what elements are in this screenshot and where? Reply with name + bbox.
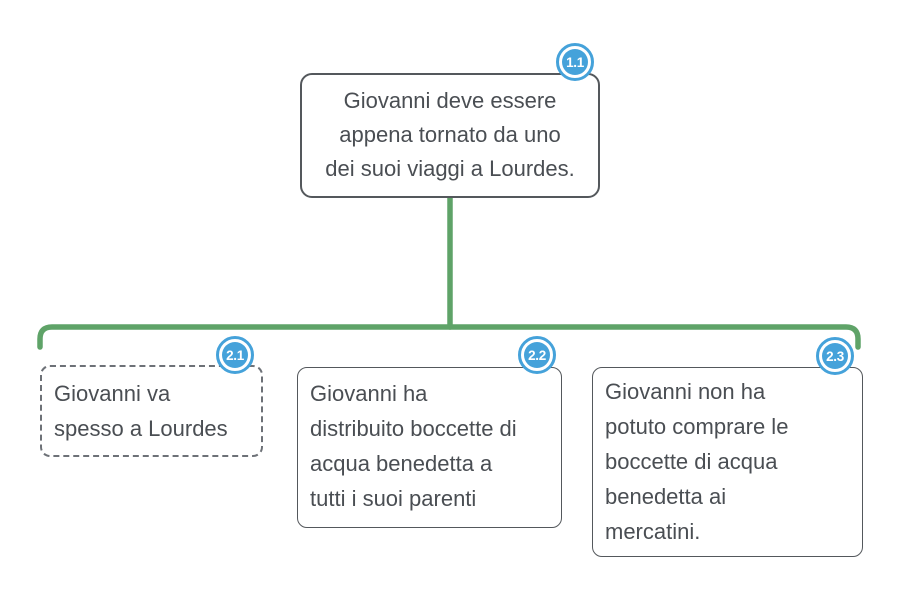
claim-node-1-1[interactable]: Giovanni deve essere appena tornato da u… — [300, 73, 600, 198]
node-id-badge-2-3[interactable]: 2.3 — [816, 337, 854, 375]
premise-node-2-3[interactable]: Giovanni non ha potuto comprare le bocce… — [592, 367, 863, 557]
node-id-badge-label: 1.1 — [562, 49, 588, 75]
node-id-badge-label: 2.1 — [222, 342, 248, 368]
node-id-badge-1-1[interactable]: 1.1 — [556, 43, 594, 81]
node-id-badge-label: 2.3 — [822, 343, 848, 369]
node-id-badge-label: 2.2 — [524, 342, 550, 368]
premise-node-2-2[interactable]: Giovanni ha distribuito boccette di acqu… — [297, 367, 562, 528]
node-id-badge-2-1[interactable]: 2.1 — [216, 336, 254, 374]
children-bracket-line — [37, 324, 861, 350]
node-id-badge-2-2[interactable]: 2.2 — [518, 336, 556, 374]
premise-node-2-1[interactable]: Giovanni va spesso a Lourdes — [40, 365, 263, 457]
